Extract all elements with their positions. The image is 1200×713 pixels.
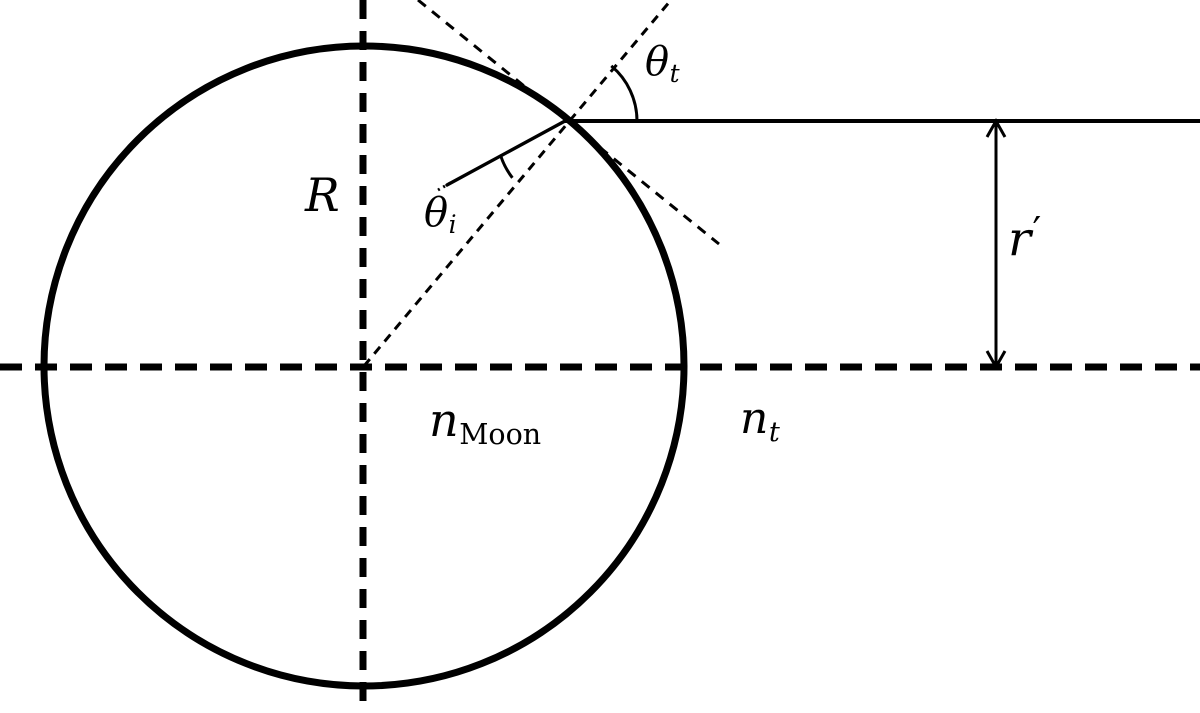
r-prime-dimension-arrow: [985, 117, 1007, 371]
theta-i-base: θ: [424, 190, 449, 236]
n-t-subscript: t: [768, 416, 780, 448]
theta-t-subscript: t: [669, 58, 680, 88]
n-t-base: n: [740, 393, 769, 444]
incident-ray-line: [445, 119, 567, 187]
moon-circle: [40, 42, 688, 690]
label-theta-t: θt: [645, 42, 680, 87]
incident-ray-tail: [437, 180, 453, 192]
label-theta-i: θi: [424, 193, 457, 238]
n-moon-subscript: Moon: [459, 417, 542, 451]
r-prime-base: r: [1008, 211, 1031, 268]
label-r-prime: r′: [1008, 212, 1041, 263]
label-n-t: nt: [740, 397, 780, 446]
theta-t-base: θ: [645, 39, 670, 85]
n-moon-base: n: [429, 393, 459, 447]
label-radius-R: R: [305, 168, 340, 222]
incidence-angle-arc: [499, 155, 514, 179]
label-n-moon: nMoon: [429, 397, 541, 450]
transmission-angle-arc: [610, 64, 639, 122]
theta-i-subscript: i: [448, 209, 457, 239]
prime-glyph: ′: [1032, 209, 1042, 254]
